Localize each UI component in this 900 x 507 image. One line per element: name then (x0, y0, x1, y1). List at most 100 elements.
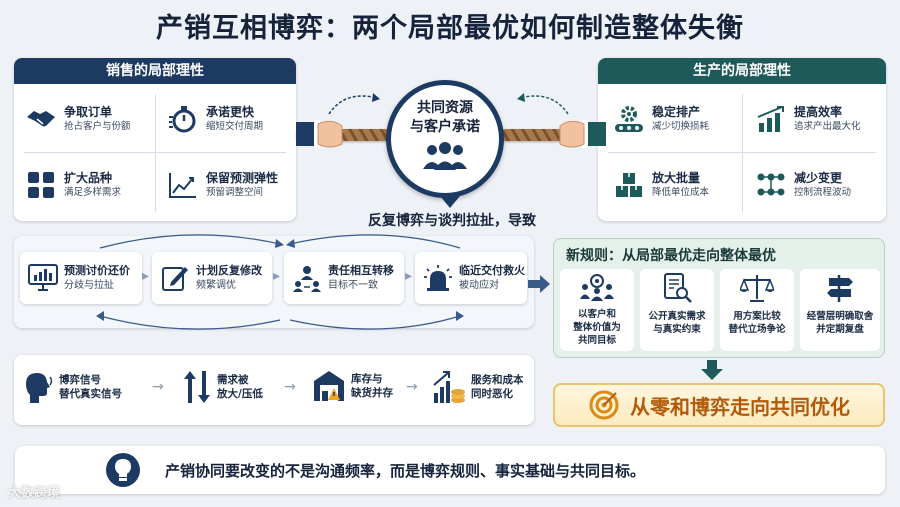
new-rules-panel: 新规则：从局部最优走向整体最优 以客户和整体价值为共同目标 公开真实需求与真实约… (553, 238, 885, 358)
lightbulb-icon (106, 453, 140, 487)
sales-card-faster: 承诺更快缩短交付周期 (160, 92, 288, 146)
edit-icon (160, 263, 190, 293)
document-search-icon (664, 273, 692, 303)
watermark: 大数跨境 (8, 486, 61, 501)
effect-inventory-shortage: 库存与缺货并存 (312, 369, 393, 403)
effect-line2: 替代真实信号 (59, 388, 122, 400)
to-goal-arrow (701, 360, 723, 380)
step-desc: 分歧与拉扯 (64, 280, 114, 291)
effect-demand-distortion: 需求被放大/压低 (182, 369, 263, 405)
step-arrow-1: ▸ (142, 268, 150, 284)
right-hand-icon (559, 120, 606, 148)
rule-line: 用方案比较 (733, 311, 781, 322)
alarm-icon (423, 263, 453, 293)
left-hand-icon (296, 120, 343, 148)
sales-card-orders: 争取订单抢占客户与份额 (18, 92, 146, 146)
card-title: 争取订单 (64, 105, 113, 119)
gear-conveyor-icon (612, 102, 646, 136)
circle-line2: 与客户承诺 (410, 119, 480, 135)
scale-icon (738, 275, 776, 302)
sales-panel: 销售的局部理性 争取订单抢占客户与份额 承诺更快缩短交付周期 扩大品种满足多样需… (14, 58, 296, 221)
effect-line2: 缺货并存 (351, 387, 393, 399)
bottom-note: 产销协同要改变的不是沟通频率，而是博弈规则、事实基础与共同目标。 (15, 446, 885, 494)
rule-line: 并定期复盘 (816, 324, 864, 335)
flow-control-icon (754, 168, 788, 202)
sales-panel-heading: 销售的局部理性 (14, 58, 296, 84)
step-forecast-bargaining: 预测讨价还价分歧与拉扯 (20, 252, 142, 304)
rule-transparency: 公开真实需求与真实约束 (640, 269, 714, 351)
effect-arrow-1: → (152, 379, 164, 395)
team-transfer-icon (292, 263, 322, 293)
left-curve-arrow (328, 93, 380, 115)
card-title: 放大批量 (652, 171, 701, 185)
card-desc: 追求产出最大化 (794, 121, 861, 132)
cost-coins-icon (433, 371, 465, 403)
production-panel-heading: 生产的局部理性 (598, 58, 886, 84)
trend-chart-icon (166, 168, 200, 202)
card-desc: 抢占客户与份额 (64, 121, 131, 132)
signpost-icon (827, 275, 853, 302)
up-down-arrows-icon (184, 371, 210, 403)
bottom-note-text: 产销协同要改变的不是沟通频率，而是博弈规则、事实基础与共同目标。 (165, 462, 646, 480)
production-card-efficiency: 提高效率追求产出最大化 (748, 92, 876, 146)
step-arrow-2: ▸ (273, 268, 281, 284)
card-title: 提高效率 (794, 105, 843, 119)
new-rules-heading: 新规则：从局部最优走向整体最优 (566, 248, 776, 264)
step-title: 临近交付救火 (459, 264, 525, 277)
bar-growth-icon (754, 102, 788, 136)
production-card-stable: 稳定排产减少切换损耗 (606, 92, 734, 146)
step-arrow-3: ▸ (405, 268, 413, 284)
rule-management-tradeoff: 经营层明确取舍并定期复盘 (800, 269, 880, 351)
rule-line: 替代立场争论 (728, 324, 786, 335)
card-title: 扩大品种 (64, 171, 113, 185)
step-desc: 被动应对 (459, 280, 499, 291)
goal-banner: 从零和博弈走向共同优化 (553, 383, 885, 427)
effect-arrow-2: → (284, 379, 296, 395)
effect-line2: 同时恶化 (471, 388, 513, 400)
rule-common-goal: 以客户和整体价值为共同目标 (560, 269, 634, 351)
effect-line1: 博弈信号 (59, 374, 101, 386)
goal-text: 从零和博弈走向共同优化 (630, 394, 850, 419)
card-title: 减少变更 (794, 171, 843, 185)
card-title: 保留预测弹性 (206, 171, 279, 185)
step-desc: 目标不一致 (328, 280, 378, 291)
rule-line: 与真实约束 (653, 324, 701, 335)
target-icon (589, 390, 619, 420)
effect-line1: 服务和成本 (471, 374, 524, 386)
stopwatch-icon (166, 102, 200, 136)
down-arrow (440, 196, 460, 208)
circle-line1: 共同资源 (417, 100, 473, 116)
card-title: 稳定排产 (652, 105, 701, 119)
step-plan-revisions: 计划反复修改频繁调优 (152, 252, 272, 304)
card-desc: 满足多样需求 (64, 187, 122, 198)
rule-line: 整体价值为 (573, 322, 621, 333)
rule-compare-options: 用方案比较替代立场争论 (720, 269, 794, 351)
effect-arrow-3: → (406, 379, 418, 395)
card-desc: 减少切换损耗 (652, 121, 710, 132)
step-title: 责任相互转移 (328, 264, 394, 277)
people-icon (423, 142, 467, 170)
sales-card-variety: 扩大品种满足多样需求 (18, 158, 146, 212)
effect-line1: 需求被 (217, 374, 249, 386)
production-card-fewer-changes: 减少变更控制流程波动 (748, 158, 876, 212)
cycle-arrows (96, 234, 464, 330)
cause-caption: 反复博弈与谈判拉扯，导致 (368, 213, 536, 229)
step-responsibility-shift: 责任相互转移目标不一致 (284, 252, 404, 304)
handshake-icon (24, 102, 58, 136)
effect-service-cost: 服务和成本同时恶化 (432, 369, 524, 405)
rule-line: 公开真实需求 (648, 311, 706, 322)
rule-line: 共同目标 (577, 335, 616, 346)
rule-line: 经营层明确取舍 (806, 311, 874, 322)
card-desc: 降低单位成本 (652, 187, 710, 198)
grid-icon (24, 168, 58, 202)
step-firefighting: 临近交付救火被动应对 (415, 252, 527, 304)
card-title: 承诺更快 (206, 105, 255, 119)
sales-card-flexibility: 保留预测弹性预留调整空间 (160, 158, 288, 212)
production-panel: 生产的局部理性 稳定排产减少切换损耗 提高效率追求产出最大化 放大批量降低单位成… (598, 58, 886, 221)
speaking-head-icon (26, 373, 53, 403)
page-title: 产销互相博弈：两个局部最优如何制造整体失衡 (156, 13, 744, 44)
right-curve-arrow (517, 93, 569, 115)
shared-resources-circle: 共同资源与客户承诺 (386, 80, 504, 198)
step-title: 计划反复修改 (196, 264, 262, 277)
effect-game-signal: 博弈信号替代真实信号 (24, 369, 122, 405)
